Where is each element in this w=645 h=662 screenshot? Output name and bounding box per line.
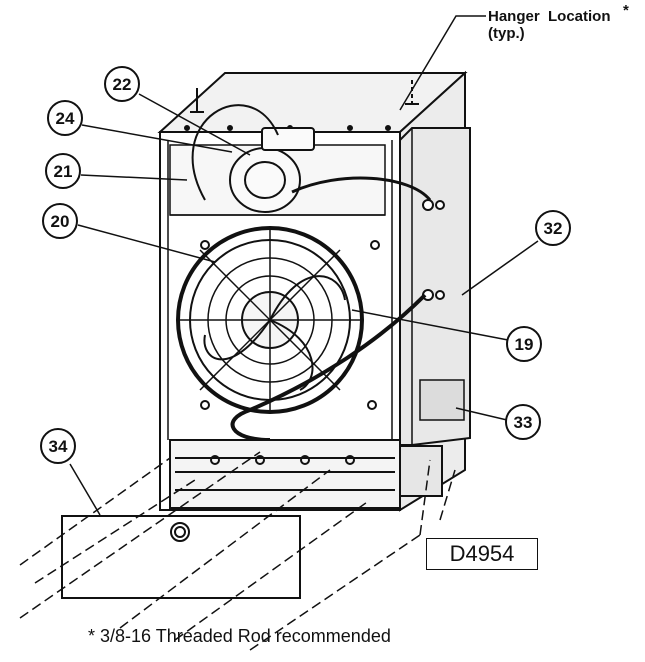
cover-knockout [170, 522, 190, 542]
svg-text:20: 20 [51, 212, 70, 231]
callout-33: 33 [505, 404, 541, 440]
svg-text:19: 19 [515, 335, 534, 354]
svg-text:32: 32 [544, 219, 563, 238]
explosion-lines [19, 451, 456, 651]
fan-assembly [176, 226, 427, 442]
diagram-id-box: D4954 [426, 538, 538, 570]
fan-guard-outer [176, 226, 364, 414]
svg-text:21: 21 [54, 162, 73, 181]
callout-22: 22 [104, 66, 140, 102]
callout-34: 34 [40, 428, 76, 464]
callout-19: 19 [506, 326, 542, 362]
svg-text:22: 22 [113, 75, 132, 94]
svg-text:34: 34 [49, 437, 68, 456]
diagram-id-text: D4954 [449, 541, 515, 566]
footnote: * 3/8-16 Threaded Rod recommended [88, 626, 391, 646]
heating-element [169, 439, 443, 509]
hanger-label-line1: Hanger Location [488, 8, 611, 25]
callout-21: 21 [45, 153, 81, 189]
leader-lines [69, 15, 539, 516]
hanger-location-label: Hanger Location * (typ.) [488, 2, 629, 42]
hanger-label-line2: (typ.) [488, 25, 525, 42]
callout-20: 20 [42, 203, 78, 239]
callout-24: 24 [47, 100, 83, 136]
hanger-label-star: * [623, 2, 629, 19]
svg-text:24: 24 [56, 109, 75, 128]
control-box [399, 127, 471, 446]
svg-text:33: 33 [514, 413, 533, 432]
motor [191, 104, 432, 213]
bottom-cover-plate [61, 515, 301, 599]
callout-32: 32 [535, 210, 571, 246]
